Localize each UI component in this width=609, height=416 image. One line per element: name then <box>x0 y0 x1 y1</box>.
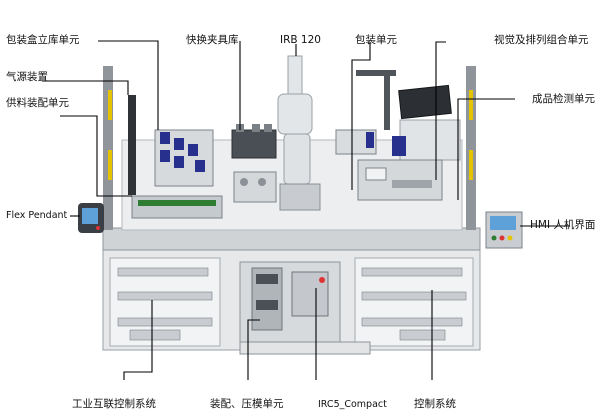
table-top <box>102 227 481 251</box>
packing-unit <box>335 70 396 155</box>
label-robot: IRB 120 <box>280 34 321 46</box>
right-cabinet-modules <box>361 267 467 341</box>
inspection-unit <box>357 159 443 201</box>
storage-rack <box>154 129 214 187</box>
robot-arm <box>277 55 321 211</box>
feeding-unit <box>131 195 223 219</box>
label-feeding-unit: 供料装配单元 <box>6 97 69 109</box>
right-post <box>466 66 476 230</box>
label-control-system: 控制系统 <box>414 398 456 410</box>
label-storage-unit: 包装盒立库单元 <box>6 34 80 46</box>
air-source-tube <box>128 95 136 195</box>
label-controller: IRC5_Compact <box>318 399 387 410</box>
left-post <box>103 66 113 230</box>
label-flex-pendant: Flex Pendant <box>6 210 68 221</box>
flex-pendant-device <box>78 203 104 233</box>
label-inspection-unit: 成品检测单元 <box>532 93 595 105</box>
label-hmi: HMI 人机界面 <box>530 219 596 231</box>
hmi-panel <box>485 211 523 249</box>
tool-rack <box>231 124 277 203</box>
center-cabinet-modules <box>239 267 371 355</box>
label-air-source: 气源装置 <box>6 71 48 83</box>
left-cabinet-modules <box>117 267 213 341</box>
label-tool-rack: 快换夹具库 <box>186 34 239 46</box>
label-vision-unit: 视觉及排列组合单元 <box>494 34 589 46</box>
label-press-unit: 装配、压模单元 <box>210 398 284 410</box>
callout-lines <box>42 40 570 380</box>
label-packing-unit: 包装单元 <box>355 34 397 46</box>
label-iiot-control: 工业互联控制系统 <box>72 398 156 410</box>
vision-unit <box>392 84 461 161</box>
